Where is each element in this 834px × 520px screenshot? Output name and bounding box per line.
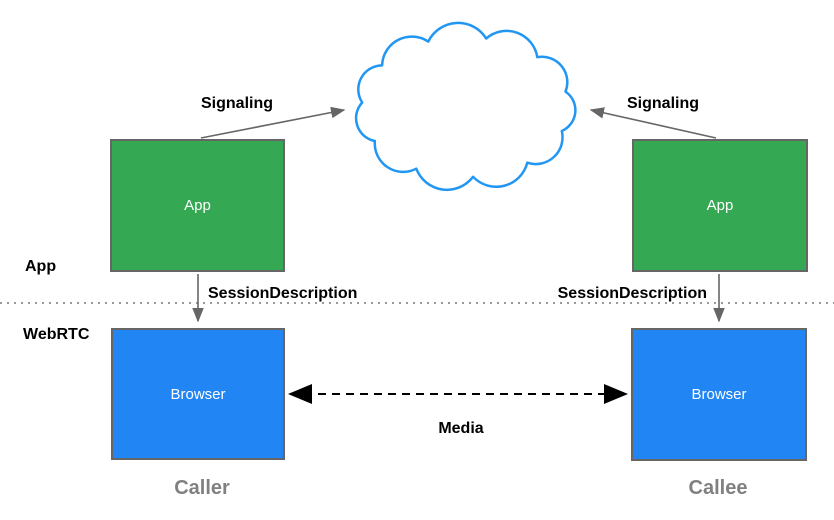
callee-app-label: App <box>706 197 734 214</box>
session-description-label-left: SessionDescription <box>208 285 358 302</box>
caller-browser-box: Browser <box>111 328 285 460</box>
caller-label: Caller <box>174 477 230 499</box>
signaling-arrow-right <box>589 107 717 139</box>
media-label: Media <box>438 420 484 437</box>
callee-browser-box: Browser <box>631 328 807 461</box>
signaling-cloud-icon <box>354 21 577 191</box>
caller-browser-label: Browser <box>170 385 226 403</box>
zone-label-webrtc: WebRTC <box>23 326 90 343</box>
callee-label: Callee <box>688 477 748 499</box>
zone-label-app: App <box>25 258 57 275</box>
signaling-arrow-left <box>200 106 346 139</box>
callee-app-box: App <box>632 139 808 272</box>
caller-app-label: App <box>184 197 211 214</box>
signaling-label-right: Signaling <box>627 95 699 112</box>
session-description-label-right: SessionDescription <box>557 285 707 302</box>
callee-browser-label: Browser <box>691 386 747 403</box>
caller-app-box: App <box>110 139 285 272</box>
signaling-label-left: Signaling <box>201 95 273 112</box>
